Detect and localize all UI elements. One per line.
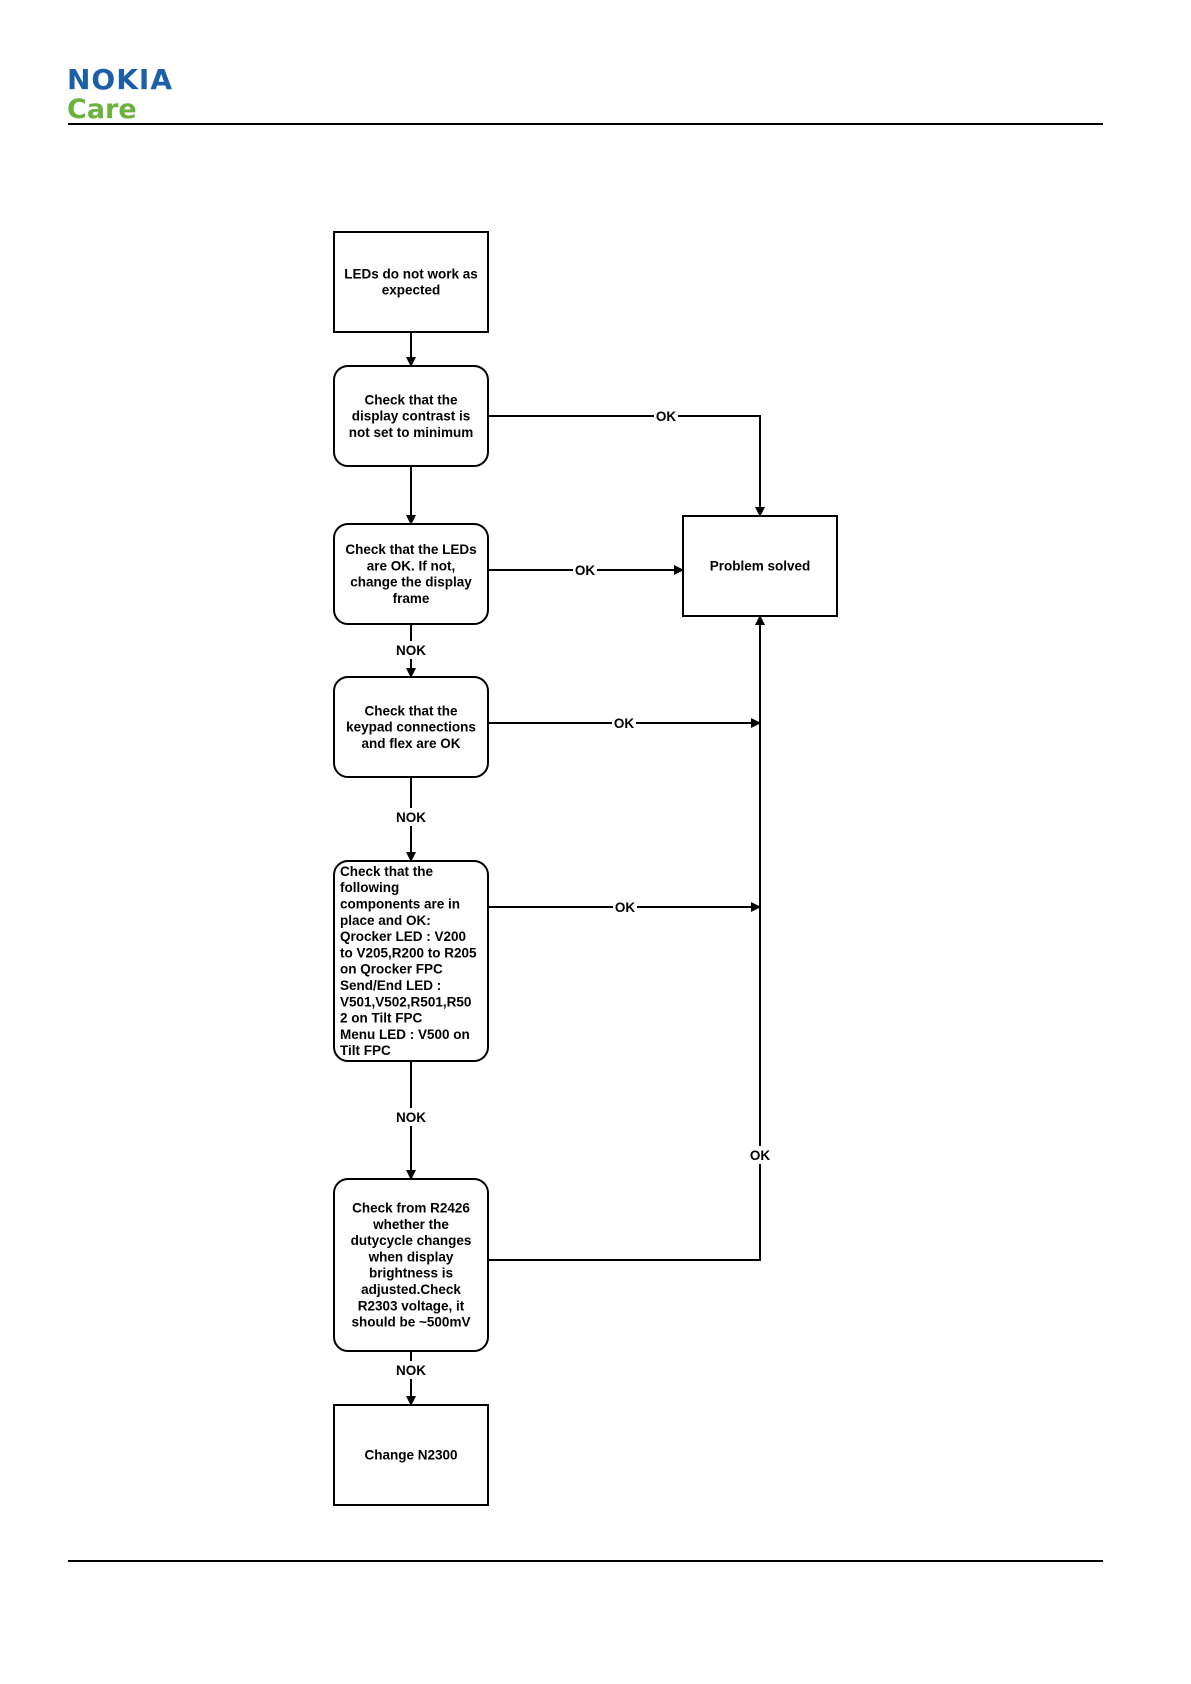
node-change: Change N2300	[333, 1404, 489, 1506]
node-solved: Problem solved	[682, 515, 838, 617]
node-text-line: Check from R2426	[352, 1201, 470, 1216]
edge-keypad-to-components: NOK	[394, 777, 428, 862]
edge-label-bg	[394, 808, 428, 826]
node-text-line: Check that the	[364, 703, 458, 718]
node-text-line: Send/End LED :	[340, 978, 441, 993]
node-box	[333, 676, 489, 778]
node-box	[333, 365, 489, 467]
edge-label: OK	[614, 716, 635, 731]
edge-label-bg	[613, 898, 637, 916]
edge-r2426-to-change: NOK	[394, 1351, 428, 1406]
node-text-line: Qrocker LED : V200	[340, 929, 466, 944]
node-text-line: dutycycle changes	[351, 1233, 472, 1248]
edge-components-to-r2426: NOK	[394, 1061, 428, 1180]
node-text-line: should be ~500mV	[352, 1315, 471, 1330]
edge-line	[488, 615, 765, 1261]
node-text-line: R2303 voltage, it	[358, 1298, 465, 1313]
node-box	[333, 1404, 489, 1506]
node-text-line: Menu LED : V500 on	[340, 1027, 470, 1042]
node-text-line: Check that the	[364, 392, 458, 407]
edge-label-bg	[748, 1146, 772, 1164]
edge-label: OK	[575, 563, 596, 578]
edge-leds-to-keypad: NOK	[394, 624, 428, 678]
node-text-line: following	[340, 880, 399, 895]
edge-label-bg	[573, 561, 597, 579]
node-text-line: V501,V502,R501,R50	[340, 994, 471, 1009]
node-text-line: LEDs do not work as	[344, 266, 478, 281]
care-logo: Care	[67, 94, 137, 125]
node-text-line: Tilt FPC	[340, 1043, 391, 1058]
edge-r2426-to-solved: OK	[488, 615, 772, 1261]
node-text-line: are OK. If not,	[367, 558, 456, 573]
node-text-line: to V205,R200 to R205	[340, 945, 477, 960]
node-text-line: keypad connections	[346, 720, 476, 735]
edge-label: NOK	[396, 1110, 426, 1125]
nokia-logo: NOKIA	[67, 63, 174, 96]
node-text-line: change the display	[350, 575, 472, 590]
edge-label-bg	[394, 1108, 428, 1126]
node-box	[333, 1178, 489, 1352]
edge-keypad-to-solved: OK	[488, 714, 761, 732]
footer-rule	[68, 1560, 1103, 1562]
edge-contrast-to-solved: OK	[488, 407, 765, 517]
node-box	[333, 523, 489, 625]
node-text-line: whether the	[372, 1217, 449, 1232]
edge-label-bg	[394, 641, 428, 659]
node-text-line: adjusted.Check	[361, 1282, 461, 1297]
node-box	[333, 231, 489, 333]
node-box	[682, 515, 838, 617]
edge-label-bg	[394, 1361, 428, 1379]
edge-label: OK	[750, 1148, 771, 1163]
header-rule	[68, 123, 1103, 125]
edge-label: OK	[656, 409, 677, 424]
node-text-line: and flex are OK	[361, 736, 460, 751]
node-text-line: display contrast is	[352, 409, 471, 424]
node-text-line: not set to minimum	[349, 425, 474, 440]
node-text-line: frame	[393, 591, 430, 606]
node-text-line: Check that the	[340, 864, 434, 879]
edge-label-bg	[654, 407, 678, 425]
edge-label-bg	[612, 714, 636, 732]
edge-line	[488, 415, 765, 517]
node-start: LEDs do not work as expected	[333, 231, 489, 333]
edge-label: OK	[615, 900, 636, 915]
edge-leds-to-solved: OK	[488, 561, 684, 579]
node-text-line: on Qrocker FPC	[340, 962, 443, 977]
node-text-line: Change N2300	[364, 1448, 457, 1463]
node-text-line: expected	[382, 283, 441, 298]
edge-label: NOK	[396, 810, 426, 825]
node-text-line: Check that the LEDs	[345, 542, 476, 557]
node-text-line: when display	[368, 1249, 454, 1264]
edge-components-to-solved: OK	[488, 898, 761, 916]
node-text-line: 2 on Tilt FPC	[340, 1011, 423, 1026]
edge-label: NOK	[396, 1363, 426, 1378]
edge-label: NOK	[396, 643, 426, 658]
node-text-line: Problem solved	[710, 559, 811, 574]
node-text-line: brightness is	[369, 1266, 453, 1281]
node-box	[333, 860, 489, 1062]
node-text-line: place and OK:	[340, 913, 431, 928]
node-text-line: components are in	[340, 897, 460, 912]
